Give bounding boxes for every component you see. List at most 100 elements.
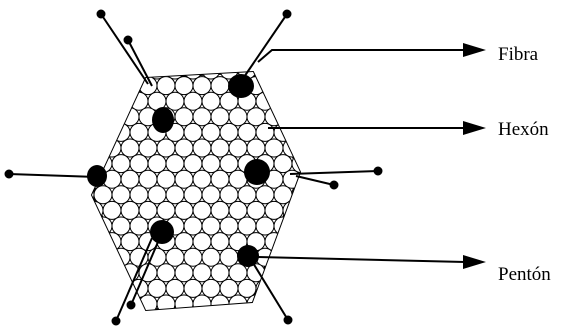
fiber-knob [98,11,105,18]
hexon [175,139,193,157]
hexon [247,108,265,126]
hexon [238,217,256,235]
hexon [265,201,283,219]
hexon [274,61,292,79]
hexon [94,123,112,141]
penton-arrowhead [463,255,486,269]
fiber-knob [331,182,338,189]
hexon [166,92,184,110]
hexon [112,186,130,204]
hexon [256,61,274,79]
hexon [148,155,166,173]
penton [152,107,174,133]
hexon [220,217,238,235]
hexon [157,264,175,282]
fiber-knob [128,302,135,309]
hexon [85,295,103,313]
label-penton: Pentón [498,265,551,284]
hexon [175,170,193,188]
hexon [76,123,94,141]
hexon [76,61,94,79]
hexon [283,295,301,313]
hexon [265,77,283,95]
hexon [193,264,211,282]
hexon [184,155,202,173]
hexon [292,123,310,141]
hexon [229,108,247,126]
hexon [256,123,274,141]
hexon [292,61,310,79]
hexon [121,139,139,157]
penton [150,220,174,244]
hexon [211,108,229,126]
hexon [193,77,211,95]
hexon [94,186,112,204]
hexon [103,77,121,95]
hexon [94,92,112,110]
penton [237,245,259,267]
hexon [283,201,301,219]
fibra-arrowhead [463,43,486,57]
hexon [130,186,148,204]
fiber [242,14,287,80]
hexon [274,123,292,141]
hexon [211,233,229,251]
hexon [211,264,229,282]
hexon [139,170,157,188]
hexon [139,201,157,219]
hexon [283,233,301,251]
hexon [157,295,175,313]
hexon [265,233,283,251]
hexon [202,217,220,235]
fiber-knob [113,318,120,325]
fiber-knob [125,37,132,44]
hexon [193,108,211,126]
hexon [220,186,238,204]
hexon [193,201,211,219]
hexon [85,264,103,282]
hexon [292,217,310,235]
hexon [85,108,103,126]
hexon [130,217,148,235]
hexon [103,139,121,157]
hexon [202,279,220,297]
hexon [85,139,103,157]
hexon [121,77,139,95]
hexon [103,201,121,219]
hexon [148,279,166,297]
hexon [265,264,283,282]
hexon [184,248,202,266]
hexon [157,139,175,157]
hexon [121,233,139,251]
hexon [202,92,220,110]
label-hexon: Hexón [498,120,549,139]
hexon [202,61,220,79]
hexon [103,108,121,126]
hexon [175,264,193,282]
hexon [229,264,247,282]
hexon [184,217,202,235]
hexon [94,248,112,266]
hexon [112,123,130,141]
hexon [238,279,256,297]
hexon [238,186,256,204]
hexon [202,248,220,266]
hexon [283,264,301,282]
fiber [9,174,97,177]
hexon [220,279,238,297]
hexon [283,108,301,126]
hexon [76,92,94,110]
hexon [247,295,265,313]
hexon [256,217,274,235]
hexon [85,233,103,251]
hexon [202,155,220,173]
hexon [175,77,193,95]
fiber-knob [285,317,292,324]
hexon [193,139,211,157]
penton [87,165,107,187]
hexon [220,248,238,266]
hexon [175,233,193,251]
hexon [292,155,310,173]
hexon [193,233,211,251]
